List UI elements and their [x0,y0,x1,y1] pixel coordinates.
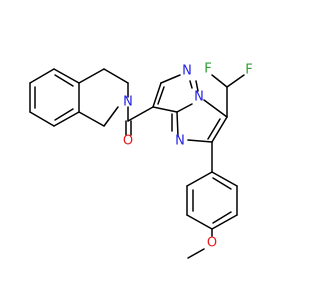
bond-double-inner [54,74,74,87]
bond [187,248,205,259]
bond [176,103,193,113]
atom-label-n-bridge: N [194,90,204,105]
bond [152,106,178,113]
bond-double-inner [189,80,193,89]
bond [211,214,238,230]
atom-label-n-pyrimidine: N [175,134,185,149]
bond [152,82,162,108]
atom-label-n-pyrazole: N [182,64,192,79]
bond-double-inner [207,118,221,140]
bond [78,68,105,84]
bond [211,116,228,143]
bond [211,171,238,187]
bond [53,68,80,84]
atom-label-o-carbonyl: O [123,134,133,149]
atom-label-o-methoxy: O [207,236,217,251]
bond-double-inner [54,108,74,121]
bond [186,171,213,187]
bond [53,111,80,127]
atom-label-n-amide: N [123,95,133,110]
bond [160,74,181,84]
bond [187,139,213,143]
bond [29,111,55,127]
bond [211,74,228,88]
bond [29,68,55,84]
bond-double-inner [157,86,165,105]
bond [78,111,105,127]
atom-label-f-1: F [204,62,211,77]
bond-double-inner [212,177,232,190]
molecule-structure: N O N N N F F O [29,62,253,259]
bond [203,99,228,118]
bond [103,68,129,84]
atom-label-f-2: F [245,63,252,78]
bond [186,214,213,230]
bond-double-inner [212,211,232,224]
bond [226,74,245,88]
bond [103,106,119,127]
bond [176,111,179,137]
atom-label-layer: N O N N N F F O [123,62,253,251]
bond [127,106,154,122]
bond [195,80,199,92]
bond-layer [29,68,245,259]
